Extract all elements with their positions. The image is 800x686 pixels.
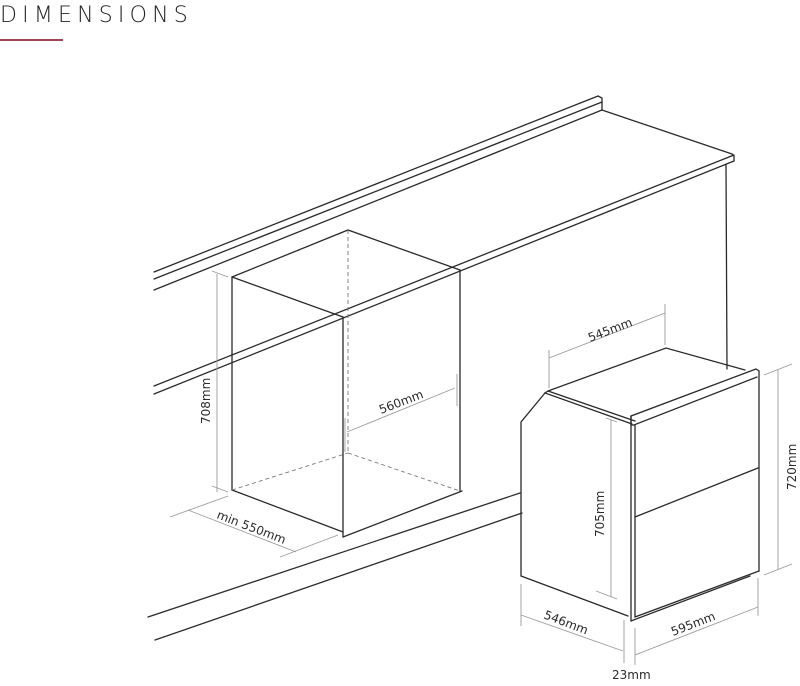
dishwasher-appliance: [520, 347, 760, 622]
appliance-depth-label: 546mm: [542, 608, 590, 638]
appliance-dimensions: [520, 304, 793, 665]
appliance-door-offset-label: 23mm: [612, 668, 651, 682]
appliance-width-label: 595mm: [669, 609, 717, 639]
cutout-width-label: min 550mm: [215, 508, 288, 547]
appliance-overall-height-label: 720mm: [785, 444, 799, 490]
cutout-dimensions: [169, 270, 458, 558]
cutout-height-label: 708mm: [199, 378, 213, 424]
cabinet-cutout: [231, 229, 461, 538]
page-title: DIMENSIONS: [0, 3, 193, 28]
cutout-depth-label: 560mm: [377, 387, 425, 417]
appliance-body-height-label: 705mm: [593, 491, 607, 537]
kitchen-counter: [147, 95, 735, 641]
appliance-top-depth-label: 545mm: [586, 315, 634, 345]
title-accent-underline: [0, 39, 63, 41]
